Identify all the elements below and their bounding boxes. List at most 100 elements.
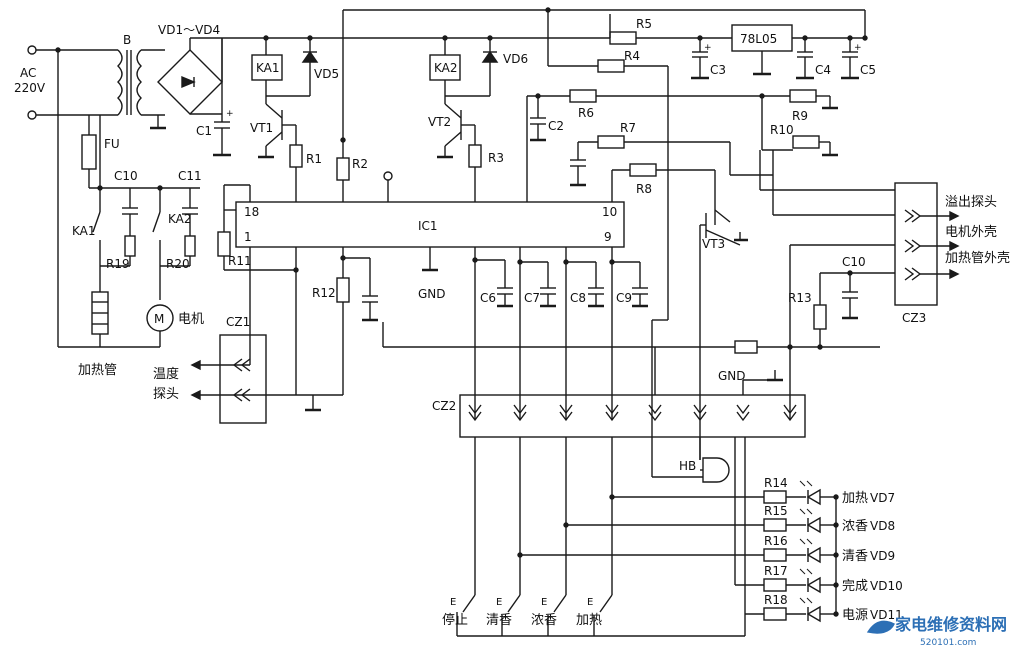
bridge-label: VD1～VD4 (158, 23, 220, 37)
pin18-label: 18 (244, 205, 259, 219)
c7-label: C7 (524, 291, 540, 305)
capacitor-c2: C2 (530, 93, 564, 142)
heater-housing-label: 加热管外壳 (945, 251, 1010, 266)
led-vd9 (763, 538, 839, 564)
led-name-vd9: VD9 (870, 549, 895, 563)
resistor-r3: R3 (468, 144, 504, 202)
heater-element: 加热管 (78, 291, 117, 378)
key-stop-label: 停止 (442, 612, 468, 628)
motor-housing-label: 电机外壳 (945, 225, 997, 240)
watermark-url: 520101.com (920, 638, 976, 648)
resistor-r13: R13 (788, 272, 895, 347)
junction (293, 267, 299, 273)
key-stop-code: E (450, 597, 456, 608)
temp-probe-label-2: 探头 (153, 387, 179, 402)
key-light-label: 清香 (486, 613, 512, 628)
resistor-r7: R7 (570, 121, 773, 187)
led-name-vd7: VD7 (870, 491, 895, 505)
fuse-label: FU (104, 137, 120, 151)
r15-label: R15 (764, 504, 788, 518)
c11-label: C11 (178, 169, 202, 183)
motor-label: 电机 (178, 312, 204, 327)
key-bus (456, 437, 746, 637)
regulator-78l05: 78L05 (731, 24, 865, 76)
svg-text:+: + (226, 109, 234, 119)
vt2-label: VT2 (428, 115, 451, 129)
connector-cz2: CZ2 (432, 394, 806, 438)
resistor-bus (734, 340, 758, 354)
key-strong-code: E (541, 597, 547, 608)
ac-input: AC 220V (14, 45, 160, 348)
watermark-logo: 家电维修资料网 520101.com (866, 615, 1007, 648)
voltage-label: 220V (14, 81, 46, 95)
cz1-label: CZ1 (226, 315, 250, 329)
led-label-done: 完成 (842, 579, 868, 594)
ic1-label: IC1 (418, 219, 438, 233)
transformer-label: B (123, 33, 131, 47)
c2-label: C2 (548, 119, 564, 133)
pin1-label: 1 (244, 230, 252, 244)
r19-label: R19 (106, 257, 130, 271)
connector-cz1: CZ1 (190, 315, 296, 424)
heater-label: 加热管 (78, 363, 117, 378)
key-heat-label: 加热 (576, 613, 602, 628)
r7-label: R7 (620, 121, 636, 135)
motor-symbol: M (154, 312, 164, 326)
capacitor-c3: + C3 (691, 35, 726, 80)
r3-label: R3 (488, 151, 504, 165)
r17-label: R17 (764, 564, 788, 578)
ka2-label: KA2 (434, 61, 458, 75)
c1-label: C1 (196, 124, 212, 138)
ic1: IC1 18 1 10 9 (235, 201, 625, 248)
led-vd8 (763, 508, 839, 534)
r9-label: R9 (792, 109, 808, 123)
ic-ground: GND (418, 247, 446, 301)
key-strong-label: 浓香 (531, 613, 557, 628)
vt3-label: VT3 (702, 237, 725, 251)
bridge-rectifier: VD1～VD4 (157, 23, 345, 115)
capacitor-c5: + C5 (841, 35, 876, 80)
led-name-vd11: VD11 (870, 608, 903, 622)
temp-probe-label-1: 温度 (153, 366, 179, 382)
cz2-label: CZ2 (432, 399, 456, 413)
transistor-vt3: VT3 (699, 209, 748, 460)
transistor-vt1: VT1 (250, 96, 297, 159)
switch-ka2: KA2 (152, 188, 192, 300)
ac-label: AC (20, 66, 36, 80)
capacitor-c4: C4 (796, 35, 831, 80)
overflow-probe-label: 溢出探头 (945, 195, 997, 210)
r6-label: R6 (578, 106, 594, 120)
resistor-r4: R4 (545, 7, 703, 478)
r1-label: R1 (306, 152, 322, 166)
r20-label: R20 (166, 257, 190, 271)
c10-right-label: C10 (842, 255, 866, 269)
led-label-power: 电源 (842, 608, 868, 623)
c5-label: C5 (860, 63, 876, 77)
pin9-label: 9 (604, 230, 612, 244)
c10-left-label: C10 (114, 169, 138, 183)
switch-ka1: KA1 (72, 188, 101, 292)
led-name-vd10: VD10 (870, 579, 903, 593)
r8-label: R8 (636, 182, 652, 196)
transformer: B (100, 33, 166, 130)
capacitor-c10-right: C10 (842, 255, 866, 320)
vd6-label: VD6 (503, 52, 528, 66)
r18-label: R18 (764, 593, 788, 607)
led-name-vd8: VD8 (870, 519, 895, 533)
relay-ka1: KA1 VD5 (251, 35, 339, 97)
resistor-r5: R5 (609, 17, 732, 45)
r14-label: R14 (764, 476, 788, 490)
test-point (383, 171, 393, 181)
resistor-r9: R9 (759, 89, 838, 151)
cz3-label: CZ3 (902, 311, 926, 325)
regulator-label: 78L05 (740, 32, 777, 46)
connector-cz3: CZ3 (894, 182, 960, 325)
motor: M 电机 (146, 304, 204, 347)
capacitor-c1: + C1 (196, 38, 234, 157)
capacitor-c11: C11 R20 (160, 169, 202, 271)
pin10-label: 10 (602, 205, 617, 219)
resistor-r2: R2 (336, 10, 368, 202)
r5-label: R5 (636, 17, 652, 31)
c6-label: C6 (480, 291, 496, 305)
key-heat-code: E (587, 597, 593, 608)
